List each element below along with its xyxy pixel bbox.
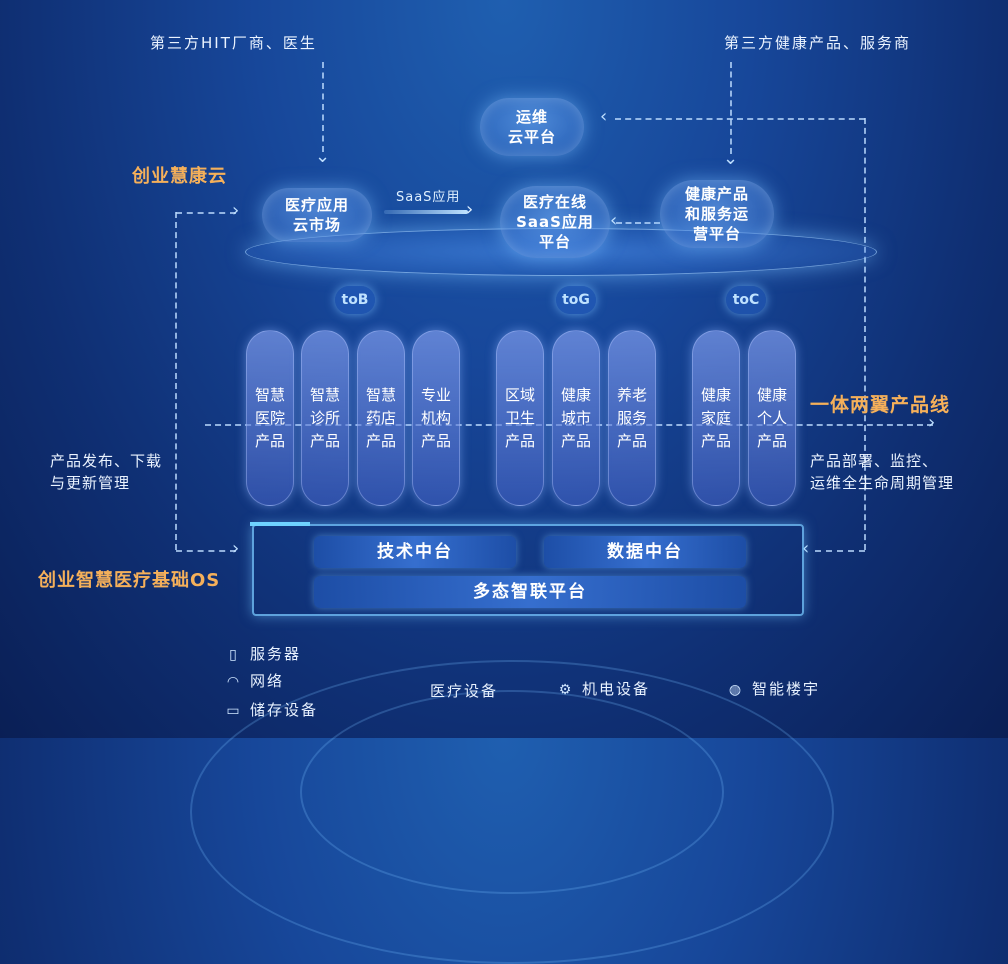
iot-platform: 多态智联平台	[314, 576, 746, 608]
legend-medical: 医疗设备	[430, 680, 498, 701]
arrow-right-os-icon: ›	[232, 538, 240, 559]
connector-left-loop	[175, 212, 177, 550]
release-management-label: 产品发布、下载 与更新管理	[50, 452, 163, 492]
connector-left-top	[176, 212, 236, 214]
deployment-management-label: 产品部署、监控、 运维全生命周期管理	[810, 452, 955, 492]
legend-network: ◠ 网络	[226, 670, 284, 691]
legend-storage-label: 储存设备	[250, 701, 319, 719]
arrow-down-left-icon: ⌄	[315, 146, 331, 167]
product-smart-pharmacy: 智慧 药店 产品	[357, 330, 405, 506]
connector-left-bottom	[176, 550, 236, 552]
arrow-right-product-line-icon: ›	[928, 412, 936, 433]
segment-tob-badge: toB	[335, 286, 375, 314]
legend-medical-label: 医疗设备	[430, 682, 499, 700]
gear-icon: ⚙	[558, 682, 574, 698]
product-elderly-care: 养老 服务 产品	[608, 330, 656, 506]
legend-storage: ▭ 储存设备	[226, 699, 318, 720]
product-regional-health: 区域 卫生 产品	[496, 330, 544, 506]
third-party-health-label: 第三方健康产品、服务商	[724, 34, 912, 52]
product-healthy-individual: 健康 个人 产品	[748, 330, 796, 506]
legend-building-label: 智能楼宇	[752, 680, 821, 698]
saas-arrow-line	[384, 210, 468, 214]
connector-saas-health	[616, 222, 660, 224]
connector-right-down	[730, 62, 732, 154]
arrow-right-cloud-icon: ›	[232, 200, 240, 221]
legend-server-label: 服务器	[250, 645, 302, 663]
storage-icon: ▭	[226, 703, 242, 719]
product-smart-clinic: 智慧 诊所 产品	[301, 330, 349, 506]
arrow-left-ops-icon: ‹	[600, 106, 608, 127]
data-middle-platform: 数据中台	[544, 536, 746, 568]
legend-mechanical-label: 机电设备	[582, 680, 651, 698]
legend-server: ▯ 服务器	[226, 643, 301, 664]
tech-middle-platform: 技术中台	[314, 536, 516, 568]
connector-left-down	[322, 62, 324, 152]
third-party-hit-label: 第三方HIT厂商、医生	[150, 34, 317, 52]
connector-right-bottom	[815, 550, 865, 552]
os-frame-corner	[250, 522, 310, 526]
health-service-platform: 健康产品 和服务运 营平台	[660, 180, 774, 248]
os-frame	[252, 524, 804, 616]
legend-mechanical: ⚙ 机电设备	[558, 678, 650, 699]
os-layer-label: 创业智慧医疗基础OS	[38, 570, 221, 591]
globe-icon: ◍	[728, 682, 744, 698]
arrow-down-right-icon: ⌄	[723, 148, 739, 169]
connector-ops-return	[615, 118, 865, 120]
ops-cloud-platform: 运维 云平台	[480, 98, 584, 156]
product-healthy-city: 健康 城市 产品	[552, 330, 600, 506]
legend-building: ◍ 智能楼宇	[728, 678, 820, 699]
segment-tog-badge: toG	[556, 286, 596, 314]
arrow-left-saas-icon: ‹	[610, 210, 618, 231]
bg-ring-inner	[300, 690, 724, 894]
segment-toc-badge: toC	[726, 286, 766, 314]
product-specialist-institution: 专业 机构 产品	[412, 330, 460, 506]
arrow-left-os-icon: ‹	[802, 538, 810, 559]
server-icon: ▯	[229, 647, 239, 663]
saas-app-platform: 医疗在线 SaaS应用 平台	[500, 186, 610, 258]
product-line-title: 一体两翼产品线	[810, 394, 951, 416]
saas-arrow-label: SaaS应用	[396, 190, 461, 205]
arrow-right-saas-icon: ›	[466, 199, 474, 220]
product-smart-hospital: 智慧 医院 产品	[246, 330, 294, 506]
product-healthy-family: 健康 家庭 产品	[692, 330, 740, 506]
cloud-layer-label: 创业慧康云	[132, 166, 227, 187]
wifi-icon: ◠	[226, 674, 242, 690]
connector-right-loop	[864, 118, 866, 550]
legend-network-label: 网络	[250, 672, 285, 690]
medical-app-market: 医疗应用 云市场	[262, 188, 372, 242]
